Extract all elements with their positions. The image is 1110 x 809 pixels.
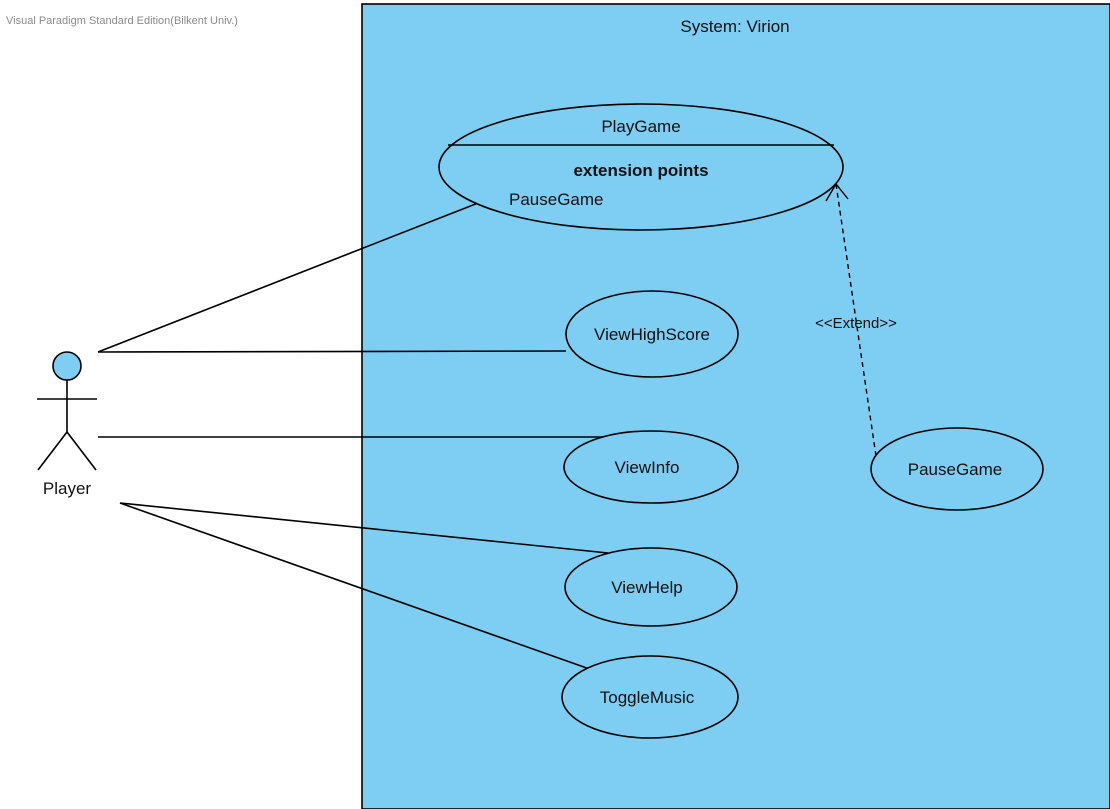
association-viewhighscore[interactable] xyxy=(97,350,567,353)
use-case-viewinfo[interactable]: ViewInfo xyxy=(563,430,739,504)
use-case-togglemusic[interactable]: ToggleMusic xyxy=(561,655,739,739)
association-viewhelp[interactable] xyxy=(119,502,609,554)
use-case-togglemusic-label: ToggleMusic xyxy=(600,688,695,707)
extend-label: <<Extend>> xyxy=(815,315,897,332)
watermark-text: Visual Paradigm Standard Edition(Bilkent… xyxy=(6,15,238,27)
extend-dashed-line xyxy=(835,183,877,457)
use-case-viewhelp-ellipse xyxy=(564,547,738,627)
use-case-viewinfo-ellipse xyxy=(563,430,739,504)
use-case-viewhighscore[interactable]: ViewHighScore xyxy=(565,290,739,378)
actor-name: Player xyxy=(43,479,92,498)
use-case-pausegame-label: PauseGame xyxy=(908,460,1003,479)
use-case-playgame-ellipse xyxy=(438,103,844,231)
use-case-togglemusic-ellipse xyxy=(561,655,739,739)
use-case-viewhighscore-label: ViewHighScore xyxy=(594,325,710,344)
actor-left-leg xyxy=(37,431,68,471)
extension-point-pausegame: PauseGame xyxy=(509,190,604,209)
association-playgame[interactable] xyxy=(97,195,497,353)
use-case-viewhighscore-ellipse xyxy=(565,290,739,378)
use-case-pausegame[interactable]: PauseGame xyxy=(870,427,1044,511)
actor-right-leg xyxy=(66,431,97,471)
use-case-pausegame-ellipse xyxy=(870,427,1044,511)
actor-head xyxy=(52,351,82,381)
use-case-playgame[interactable]: PlayGame extension points PauseGame xyxy=(438,103,844,231)
use-case-viewhelp-label: ViewHelp xyxy=(611,578,683,597)
system-title: System: Virion xyxy=(680,17,789,36)
use-case-viewinfo-label: ViewInfo xyxy=(615,458,680,477)
use-case-viewhelp[interactable]: ViewHelp xyxy=(564,547,738,627)
extension-points-heading: extension points xyxy=(573,161,708,180)
actor-player[interactable]: Player xyxy=(37,351,97,498)
use-case-playgame-label: PlayGame xyxy=(601,117,680,136)
association-togglemusic[interactable] xyxy=(119,502,599,673)
associations xyxy=(97,195,609,673)
